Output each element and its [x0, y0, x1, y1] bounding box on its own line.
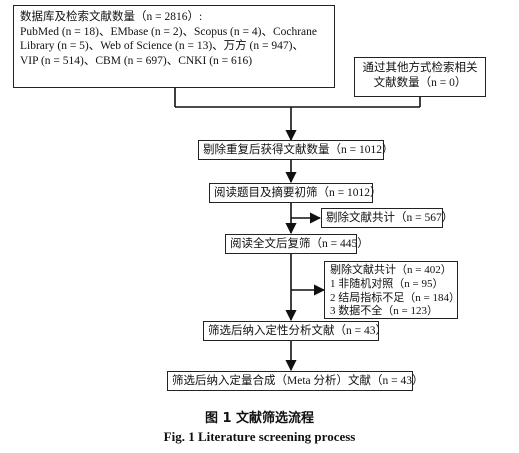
- other-sources-line-2: 文献数量（n = 0）: [373, 76, 467, 89]
- excluded-2-line-2: 1 非随机对照（n = 95）: [330, 277, 444, 290]
- databases-line-1: 数据库及检索文献数量（n = 2816）:: [20, 11, 203, 23]
- excluded-1-text: 剔除文献共计（n = 567）: [326, 212, 454, 224]
- excluded-2-box: 剔除文献共计（n = 402） 1 非随机对照（n = 95） 2 结局指标不足…: [324, 261, 460, 319]
- full-text-box: 阅读全文后复筛（n = 445）: [225, 234, 369, 254]
- screen-title-abstract-box: 阅读题目及摘要初筛（n = 1012）: [209, 183, 381, 203]
- figure-caption-cn: 图 1 文献筛选流程: [204, 411, 315, 426]
- databases-box: 数据库及检索文献数量（n = 2816）: PubMed (n = 18)、EM…: [13, 5, 335, 88]
- excluded-2-line-4: 3 数据不全（n = 123）: [330, 305, 438, 318]
- databases-line-3: Library (n = 5)、Web of Science (n = 13)、…: [20, 40, 304, 53]
- dedup-box: 剔除重复后获得文献数量（n = 1012）: [198, 140, 393, 160]
- excluded-2-line-1: 剔除文献共计（n = 402）: [330, 264, 452, 276]
- full-text-text: 阅读全文后复筛（n = 445）: [230, 238, 369, 250]
- quantitative-text: 筛选后纳入定量合成（Meta 分析）文献（n = 43）: [172, 375, 424, 387]
- figure-caption-en: Fig. 1 Literature screening process: [163, 429, 356, 444]
- databases-line-2: PubMed (n = 18)、EMbase (n = 2)、Scopus (n…: [20, 25, 318, 38]
- screen-title-abstract-text: 阅读题目及摘要初筛（n = 1012）: [214, 187, 382, 199]
- excluded-1-box: 剔除文献共计（n = 567）: [321, 208, 453, 228]
- quantitative-box: 筛选后纳入定量合成（Meta 分析）文献（n = 43）: [167, 371, 424, 391]
- other-sources-line-1: 通过其他方式检索相关: [362, 62, 478, 74]
- other-sources-box: 通过其他方式检索相关 文献数量（n = 0）: [354, 57, 486, 97]
- qualitative-box: 筛选后纳入定性分析文献（n = 43）: [203, 321, 387, 341]
- databases-line-4: VIP (n = 514)、CBM (n = 697)、CNKI (n = 61…: [20, 55, 253, 68]
- excluded-2-line-3: 2 结局指标不足（n = 184）: [330, 291, 460, 304]
- dedup-text: 剔除重复后获得文献数量（n = 1012）: [203, 144, 394, 156]
- qualitative-text: 筛选后纳入定性分析文献（n = 43）: [208, 325, 387, 337]
